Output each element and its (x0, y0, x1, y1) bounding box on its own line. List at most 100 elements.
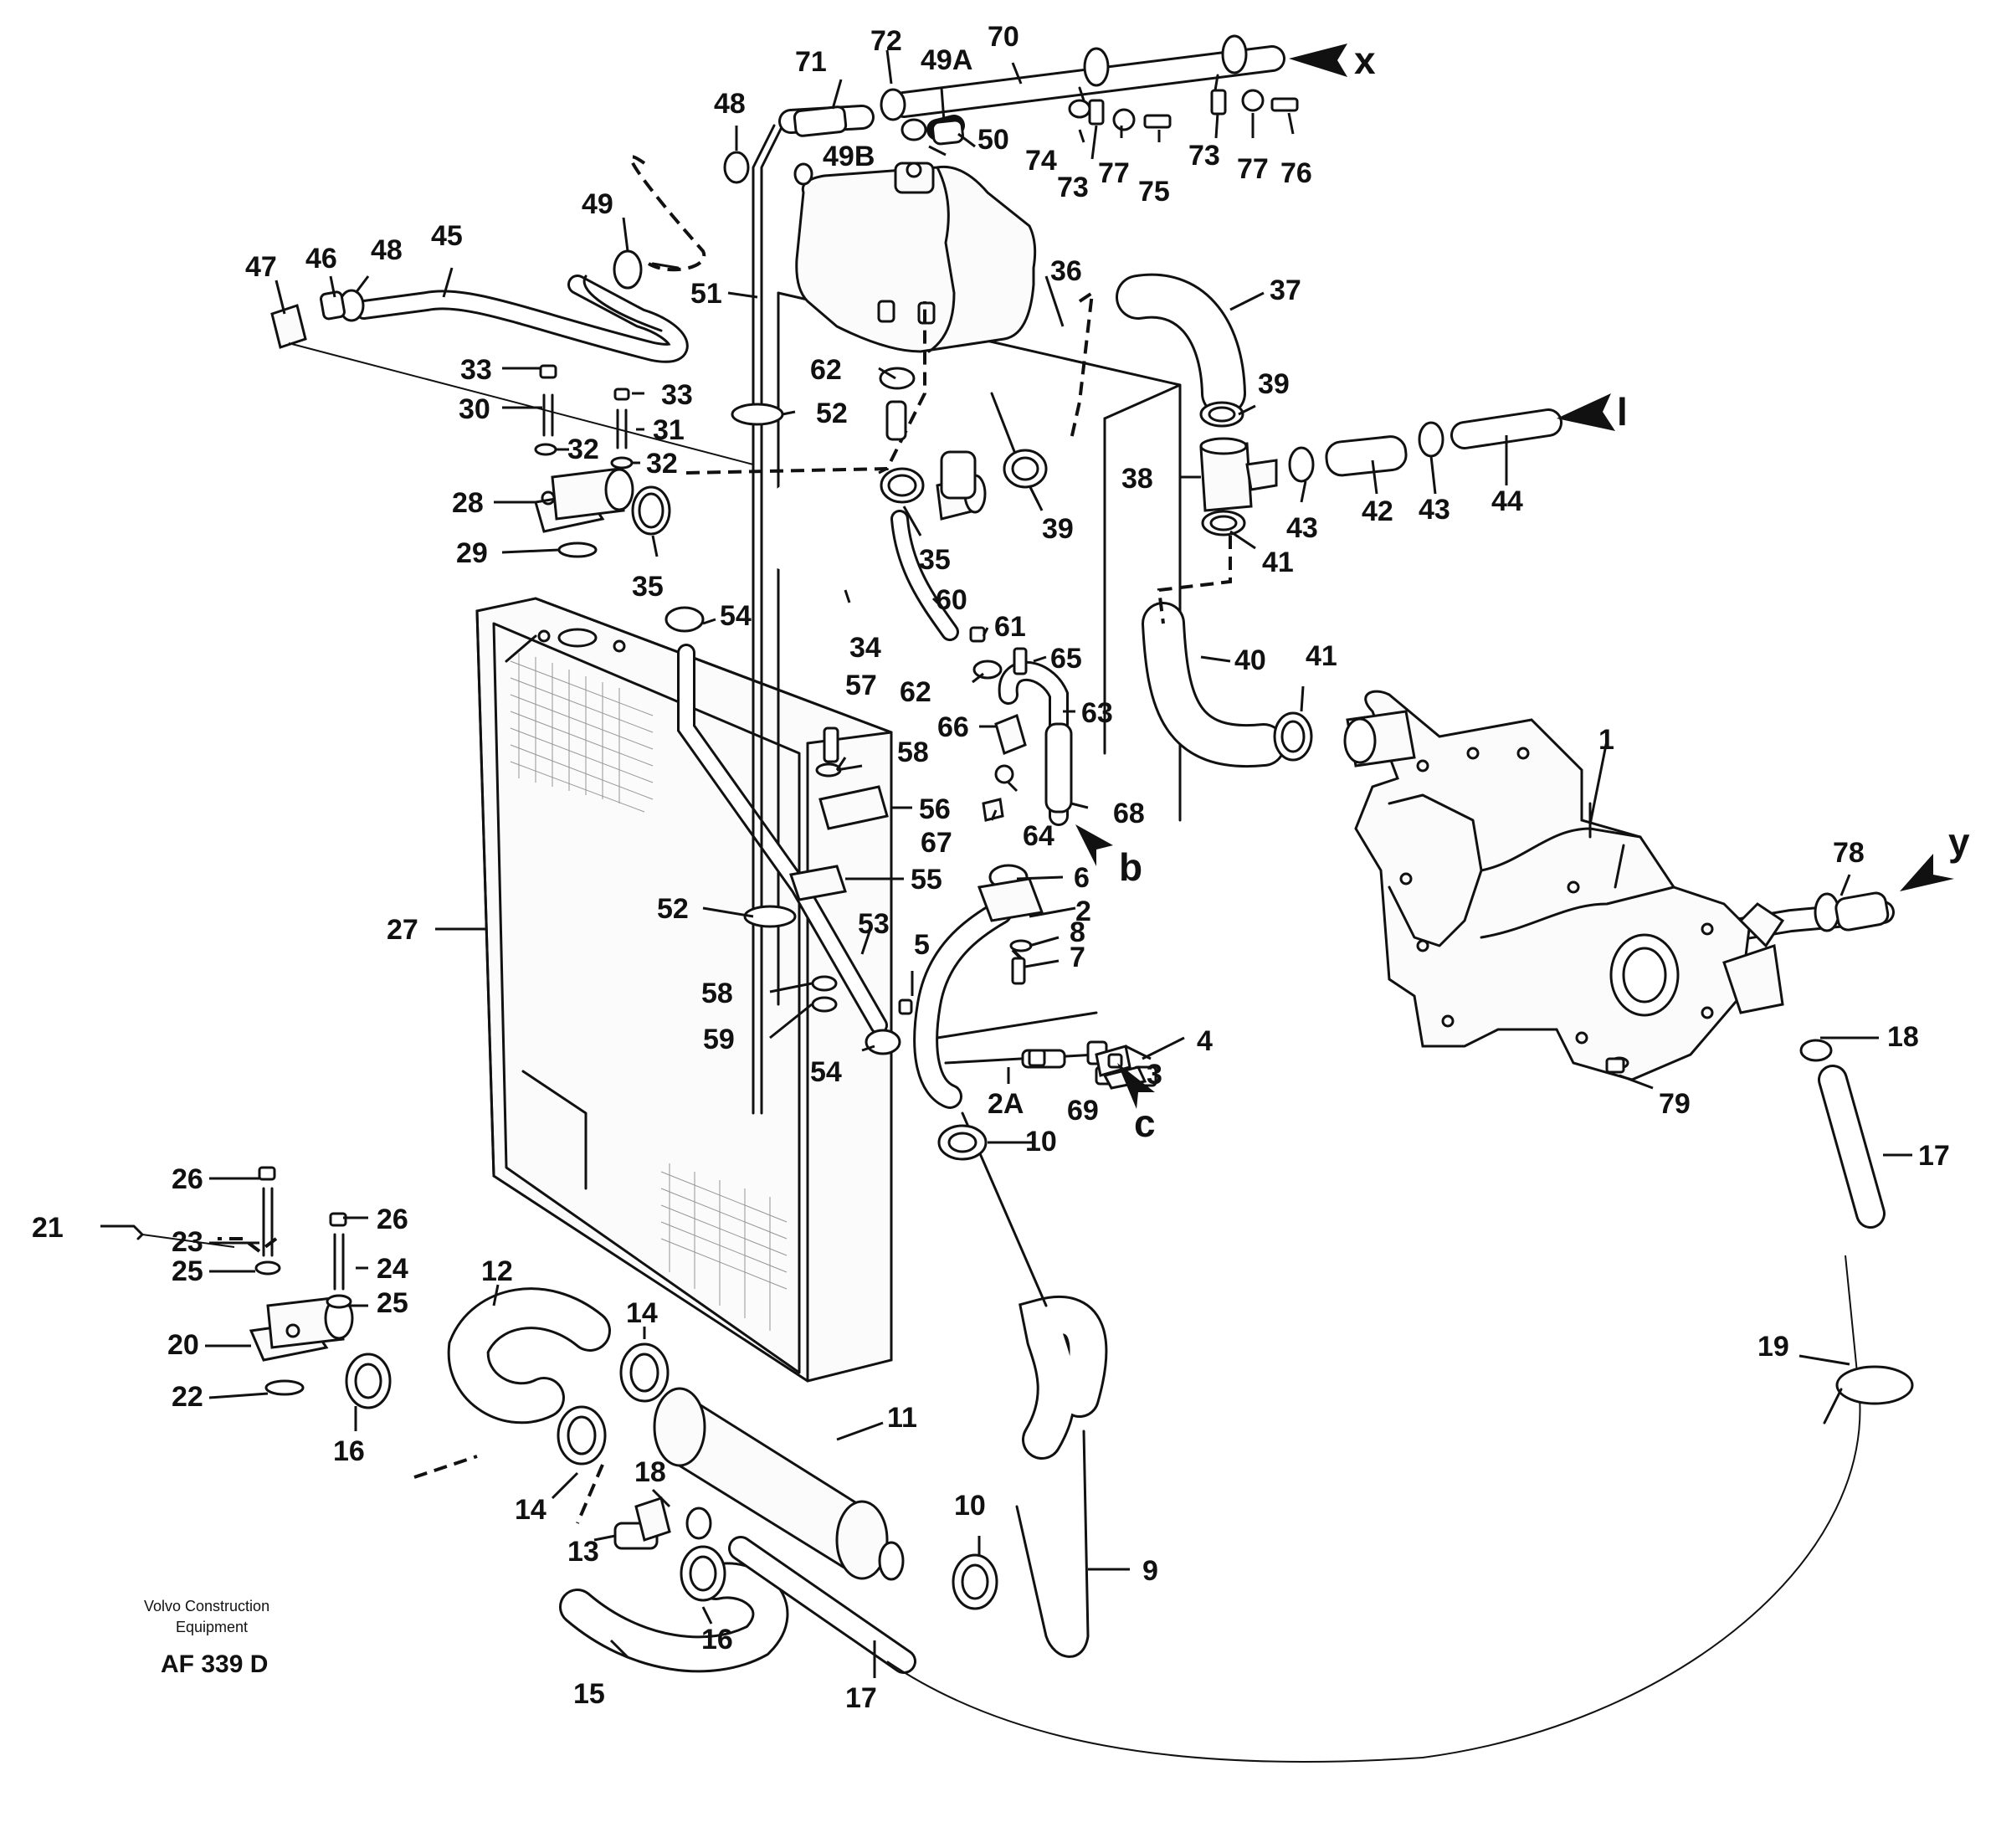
part-label: 67 (921, 827, 952, 859)
clamp-14-left (557, 1405, 607, 1466)
part-label: 10 (1025, 1126, 1057, 1158)
clamp-35-right (880, 467, 925, 504)
part-label: 59 (703, 1024, 735, 1055)
footer-credit: Volvo Construction Equipment AF 339 D (144, 1598, 269, 1678)
part-label: 60 (936, 584, 967, 616)
part-label: 19 (1757, 1331, 1789, 1363)
arrow-l (1557, 393, 1615, 431)
part-label: 56 (919, 793, 951, 825)
arrow-x (1289, 44, 1347, 77)
part-label: 37 (1270, 275, 1301, 306)
part-label: 49A (921, 44, 972, 76)
part-label: 4 (1197, 1025, 1213, 1057)
part-label: 22 (172, 1381, 203, 1413)
tee-38 (1199, 437, 1278, 512)
part-label: 26 (172, 1163, 203, 1195)
hose-34-inner (684, 470, 890, 576)
connection-l: l (1617, 390, 1628, 434)
part-label: 58 (701, 978, 733, 1009)
part-label: 7 (1070, 942, 1085, 973)
clamp-35-left (631, 485, 671, 536)
part-label: 72 (870, 25, 902, 57)
clamp-18-left (685, 1507, 712, 1540)
part-label: 17 (845, 1682, 877, 1714)
part-label: 10 (954, 1490, 986, 1522)
arrow-c (1117, 1063, 1155, 1109)
part-label: 49 (582, 188, 613, 220)
part-label: 5 (914, 929, 930, 961)
part-label: 25 (172, 1255, 203, 1287)
part-label: 31 (653, 414, 685, 446)
part-label: 49B (823, 141, 875, 172)
part-label: 32 (646, 448, 678, 480)
part-label: 2A (988, 1088, 1024, 1120)
part-label: 16 (701, 1624, 733, 1656)
clamp-54-top (664, 606, 705, 633)
part-label: 52 (816, 398, 848, 429)
part-label: 35 (632, 571, 664, 603)
figure-code: AF 339 D (161, 1650, 268, 1678)
part-label: 13 (567, 1536, 599, 1568)
part-label: 16 (333, 1435, 365, 1467)
part-label: 41 (1306, 640, 1337, 672)
hose-42 (1325, 435, 1408, 477)
company-line-2: Equipment (176, 1619, 248, 1635)
part-label: 47 (245, 251, 277, 283)
connection-b: b (1119, 845, 1142, 889)
part-label: 63 (1081, 697, 1113, 729)
part-label: 21 (32, 1212, 64, 1244)
part-label: 38 (1121, 463, 1153, 495)
clamp-43-right (1418, 421, 1444, 458)
part-label: 68 (1113, 798, 1145, 829)
clamp-16-left (345, 1353, 392, 1409)
part-label: 43 (1419, 494, 1450, 526)
part-label: 61 (994, 611, 1026, 643)
part-label: 58 (897, 737, 929, 768)
part-label: 27 (387, 914, 418, 946)
water-pump-housing (1343, 690, 1840, 1081)
part-label: 48 (371, 234, 403, 266)
part-label: 35 (919, 544, 951, 576)
part-label: 57 (845, 670, 877, 701)
clamp-39 (1003, 449, 1048, 489)
part-label: 73 (1188, 140, 1220, 172)
connection-y: y (1948, 820, 1970, 864)
connection-x: x (1354, 38, 1376, 82)
part-labels: 1 2 2A 3 4 5 6 7 8 9 10 10 11 12 13 14 1… (32, 21, 1950, 1714)
part-label: 73 (1057, 172, 1089, 203)
part-label: 75 (1138, 176, 1170, 208)
part-label: 34 (849, 632, 881, 664)
hose-clamps (338, 151, 1914, 1610)
part-label: 55 (911, 864, 942, 896)
arrow-y (1900, 854, 1954, 891)
part-label: 40 (1234, 644, 1266, 676)
part-label: 15 (573, 1678, 605, 1710)
part-label: 51 (690, 278, 722, 310)
part-label: 8 (1070, 916, 1085, 948)
part-label: 54 (810, 1056, 842, 1088)
part-label: 25 (377, 1287, 408, 1319)
part-label: 62 (810, 354, 842, 386)
part-label: 33 (460, 354, 492, 386)
part-label: 54 (720, 600, 752, 632)
fitting-20 (249, 1296, 354, 1362)
clamp-10-top (937, 1124, 988, 1161)
part-label: 9 (1142, 1555, 1158, 1587)
part-label: 46 (305, 243, 337, 275)
part-label: 17 (1918, 1140, 1950, 1172)
part-label: 62 (900, 676, 931, 708)
part-label: 29 (456, 537, 488, 569)
clamp-62-bottom (972, 660, 1003, 680)
clamp-54-bottom (865, 1029, 901, 1055)
part-label: 18 (634, 1456, 666, 1488)
part-label: 32 (567, 434, 599, 465)
company-line-1: Volvo Construction (144, 1598, 269, 1614)
part-label: 70 (988, 21, 1019, 53)
part-label: 41 (1262, 547, 1294, 578)
part-label: 14 (515, 1494, 546, 1526)
clamp-14-right (619, 1342, 670, 1403)
clamp-52-bottom (743, 905, 797, 928)
fitting-28 (534, 467, 634, 533)
part-label: 53 (858, 908, 890, 940)
